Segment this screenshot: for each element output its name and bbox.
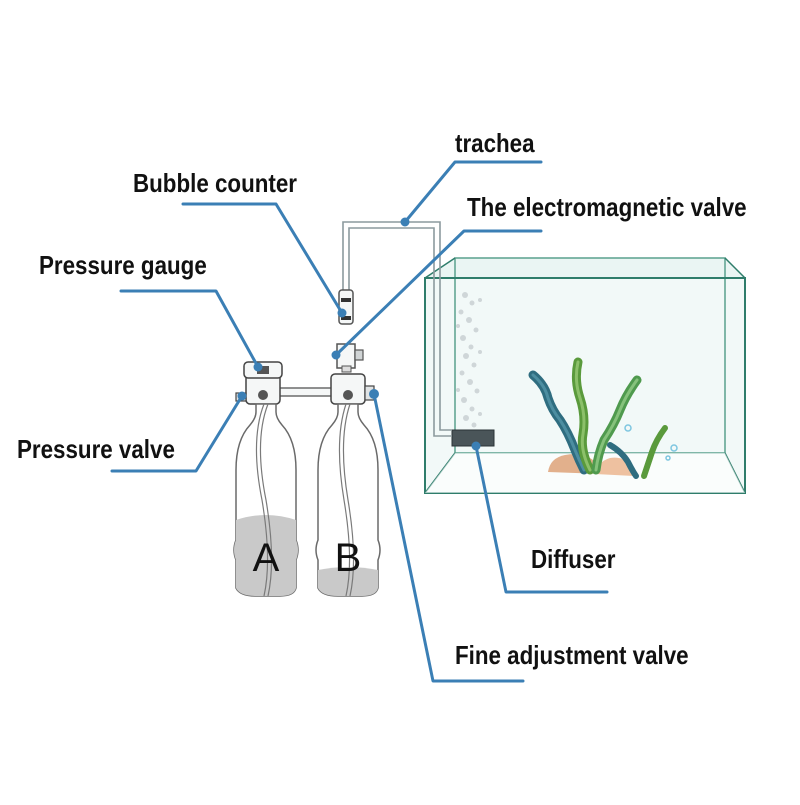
- label-fine-adjustment-valve: Fine adjustment valve: [455, 640, 689, 670]
- bubble-counter: [338, 289, 354, 325]
- label-bubble-counter: Bubble counter: [133, 168, 297, 198]
- leader-dot-pressure-valve: [237, 391, 247, 401]
- leader-dot-trachea: [400, 217, 410, 227]
- leader-line-bubble-counter: [181, 202, 344, 315]
- label-diffuser: Diffuser: [531, 544, 616, 574]
- leader-line-pressure-gauge: [119, 289, 260, 369]
- leader-dot-solenoid-valve: [331, 350, 341, 360]
- leader-line-diffuser: [474, 444, 609, 594]
- leader-line-solenoid-valve: [334, 229, 543, 357]
- label-pressure-valve: Pressure valve: [17, 434, 175, 464]
- co2-bubble-column: [456, 292, 482, 428]
- leader-dot-bubble-counter: [337, 308, 347, 318]
- trachea-tube: [342, 221, 452, 437]
- label-pressure-gauge: Pressure gauge: [39, 250, 207, 280]
- bottle-b-letter: B: [335, 536, 362, 580]
- plant-bubbles: [624, 424, 678, 461]
- label-solenoid-valve: The electromagnetic valve: [467, 192, 747, 222]
- leader-line-trachea: [403, 160, 543, 224]
- bottle-a-letter: A: [253, 536, 280, 580]
- aquarium-plants: [528, 357, 668, 479]
- leader-line-pressure-valve: [110, 394, 244, 473]
- bottle-a: [233, 403, 299, 597]
- leader-dot-diffuser: [471, 441, 481, 451]
- leader-dot-pressure-gauge: [253, 362, 263, 372]
- bottle-b: [315, 403, 381, 597]
- leader-dot-fine-adjustment-valve: [369, 389, 379, 399]
- label-trachea: trachea: [455, 128, 535, 158]
- leader-line-fine-adjustment-valve: [372, 392, 525, 683]
